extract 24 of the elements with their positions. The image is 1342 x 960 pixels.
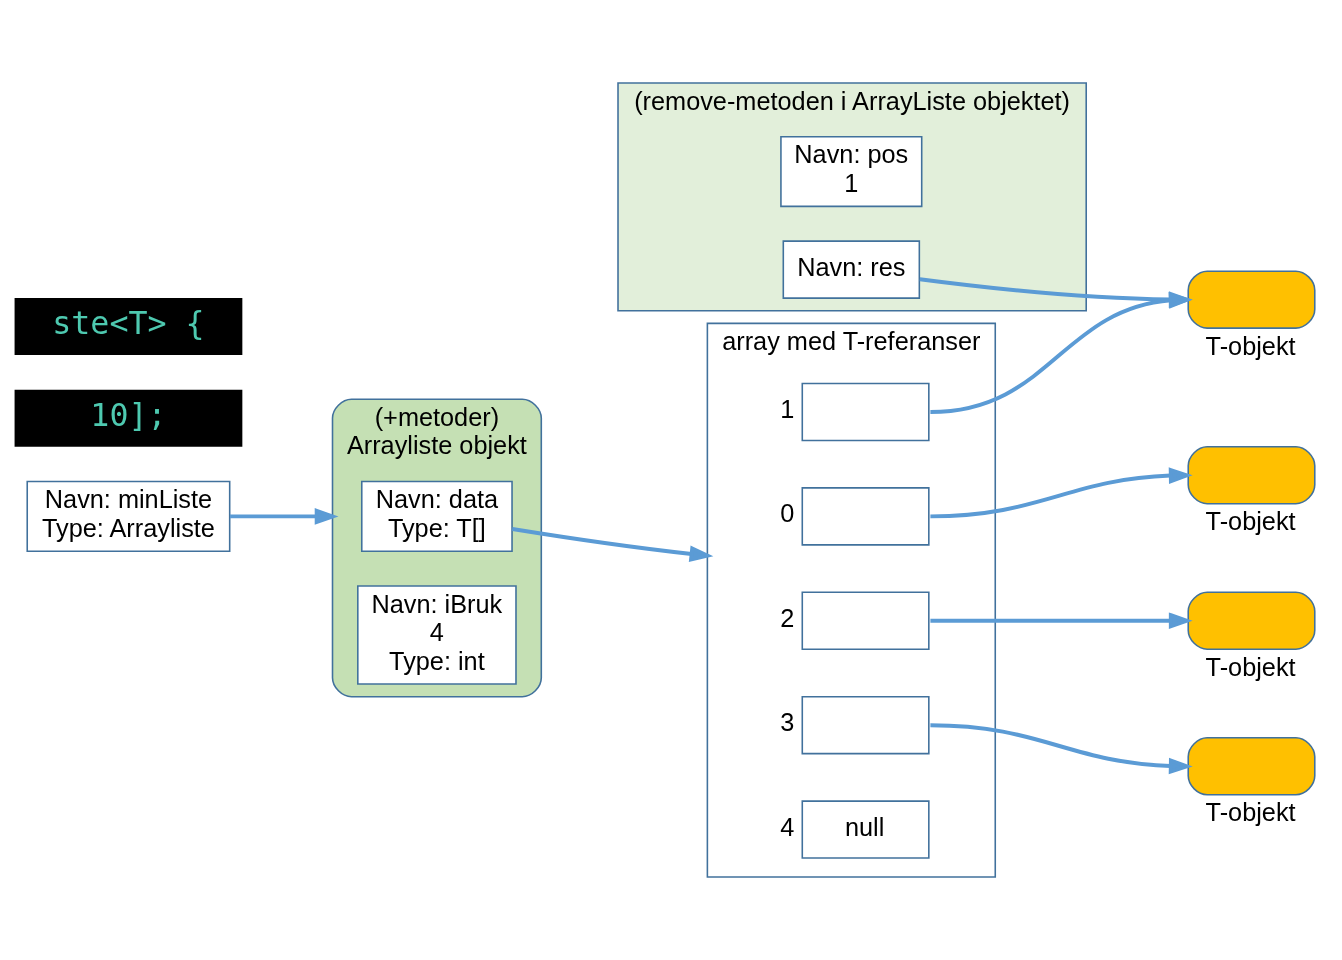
node-box: Navn: data Type: T[] bbox=[360, 480, 513, 552]
node-label: T-objekt bbox=[1205, 507, 1296, 536]
node-label: 3 bbox=[780, 708, 795, 737]
cluster bbox=[706, 322, 997, 878]
arrow bbox=[930, 723, 1193, 775]
node-box: Navn: minListe Type: Arrayliste bbox=[26, 480, 231, 552]
node-box: Navn: res bbox=[782, 240, 921, 299]
node-label: 0 bbox=[780, 499, 795, 528]
node-label: Arrayliste objekt bbox=[346, 431, 527, 460]
node-box: Navn: iBruk 4 Type: int bbox=[357, 585, 517, 685]
node-label: T-objekt bbox=[1205, 798, 1296, 827]
arrow bbox=[930, 612, 1193, 630]
arrow bbox=[930, 467, 1193, 519]
node-label: 4 bbox=[780, 812, 795, 841]
label: ste<T> { bbox=[52, 305, 205, 342]
node-box: Navn: pos 1 bbox=[780, 135, 923, 208]
node-label: T-objekt bbox=[1205, 652, 1296, 681]
arrow bbox=[512, 526, 714, 562]
node-label: T-objekt bbox=[1205, 331, 1296, 360]
arrow bbox=[230, 508, 339, 525]
node-label: 2 bbox=[780, 603, 795, 632]
label: 10]; bbox=[90, 397, 167, 434]
node-label: 1 bbox=[780, 395, 795, 423]
node-label: array med T-referanser bbox=[722, 326, 981, 355]
